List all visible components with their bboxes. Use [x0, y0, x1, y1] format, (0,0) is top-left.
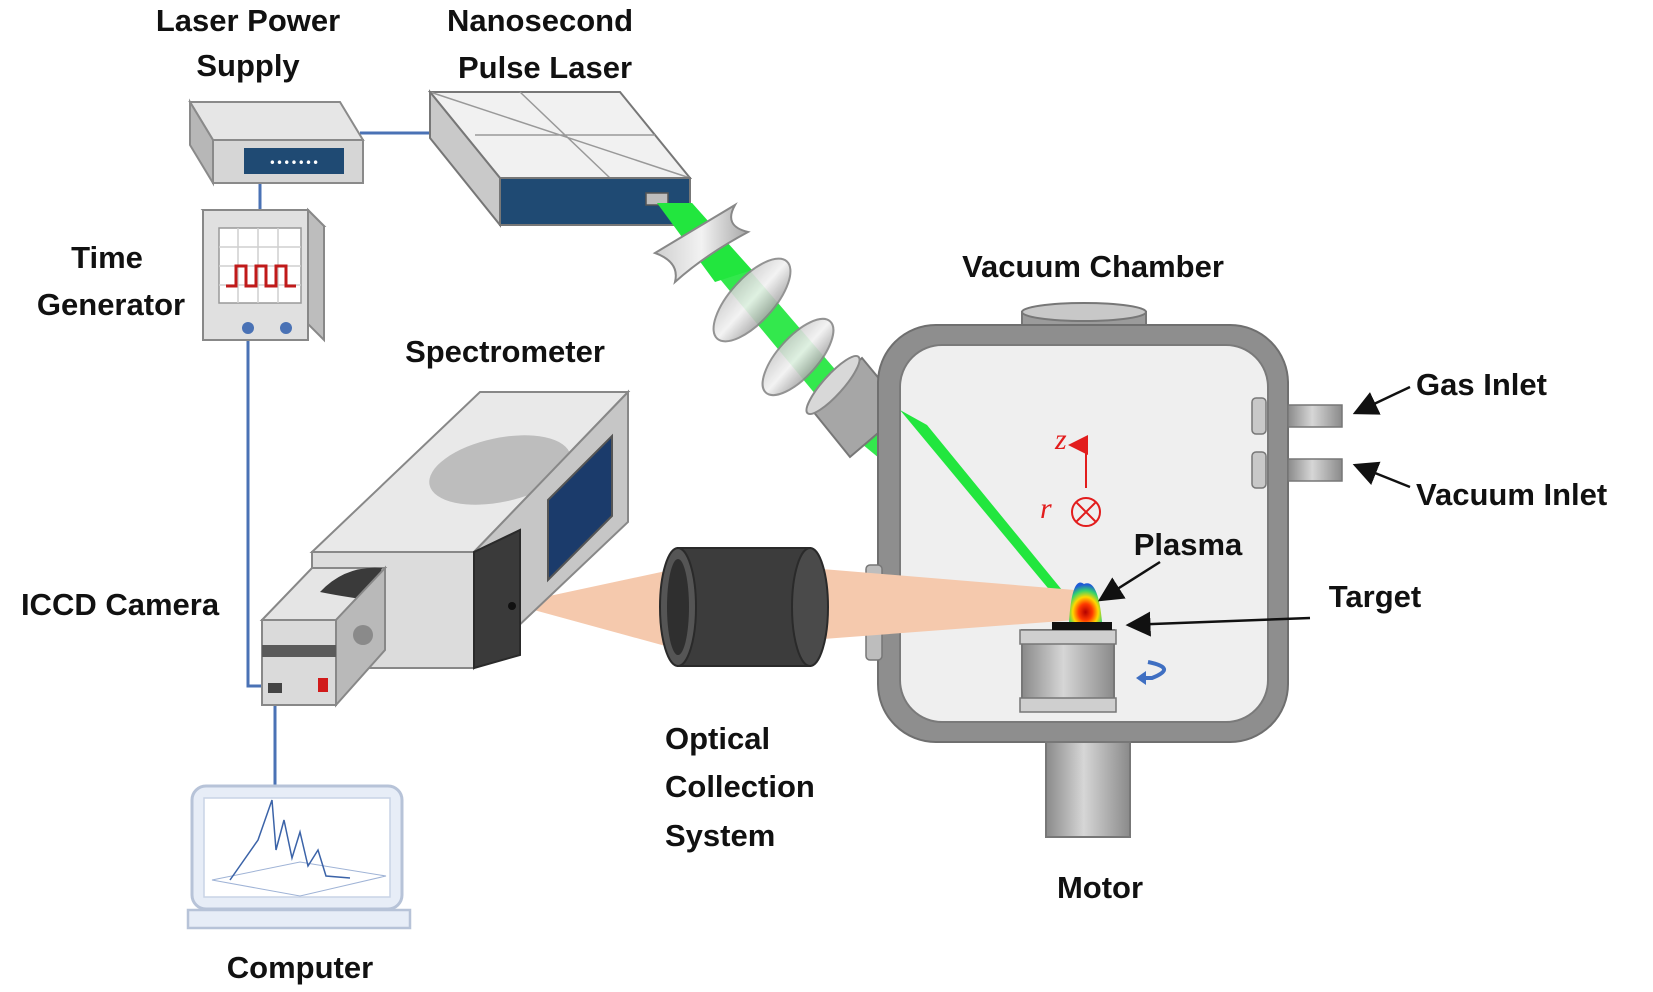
pointer-arrows [1097, 385, 1411, 637]
label-vacuum-chamber: Vacuum Chamber [962, 249, 1224, 284]
plasma-plume [1069, 582, 1102, 622]
laser-beam-inside [900, 410, 1080, 617]
label-time-generator-line2: Generator [37, 287, 185, 322]
camera-power-led [318, 678, 328, 692]
motor [1045, 741, 1131, 838]
diverging-lens [652, 202, 751, 285]
plasma-arrow [1097, 560, 1161, 602]
power-supply-display-text: ••••••• [269, 156, 320, 170]
label-optical-line1: Optical [665, 721, 770, 756]
camera-fan-icon [353, 625, 373, 645]
vacuum-inlet-arrow [1352, 461, 1411, 489]
target-sample [1052, 622, 1112, 630]
nanosecond-pulse-laser [427, 89, 693, 228]
computer [186, 784, 412, 930]
labels: Laser Power Supply Nanosecond Pulse Lase… [21, 3, 1607, 985]
vacuum-inlet-pipe [1287, 458, 1343, 482]
timegen-port-1 [242, 322, 254, 334]
label-laser-power-supply-line2: Supply [196, 48, 300, 83]
computer-base [186, 908, 412, 930]
target-arrow [1125, 611, 1311, 637]
iccd-camera [259, 565, 388, 708]
label-target: Target [1329, 579, 1421, 614]
label-spectrometer: Spectrometer [405, 334, 605, 369]
target-stage [1019, 622, 1166, 713]
label-optical-line2: Collection [665, 769, 815, 804]
label-computer: Computer [227, 950, 373, 985]
axis-z-label: z [1054, 423, 1067, 456]
label-laser-power-supply-line1: Laser Power [156, 3, 340, 38]
label-time-generator-line1: Time [71, 240, 143, 275]
square-wave-icon [226, 264, 296, 288]
spectrometer-entrance [473, 528, 521, 670]
axis-r-label: r [1040, 492, 1052, 525]
label-iccd-camera: ICCD Camera [21, 587, 220, 622]
power-supply-display [244, 148, 344, 174]
time-generator [200, 207, 327, 343]
chamber-interior [899, 344, 1269, 723]
gas-inlet-arrow [1352, 385, 1411, 415]
gas-inlet-pipe [1287, 404, 1343, 428]
vacuum-chamber [805, 302, 1343, 838]
timegen-port-2 [280, 322, 292, 334]
label-optical-line3: System [665, 818, 775, 853]
computer-screen [203, 797, 391, 898]
collimating-lens [712, 257, 792, 343]
label-gas-inlet: Gas Inlet [1416, 367, 1547, 402]
rotation-arrow-icon [1140, 660, 1166, 680]
label-plasma: Plasma [1134, 527, 1243, 562]
laser-power-supply: ••••••• [188, 98, 365, 187]
beam-lenses [652, 202, 835, 397]
axis-indicator: z r [1040, 423, 1101, 527]
label-nanosecond-laser-line2: Pulse Laser [458, 50, 632, 85]
label-motor: Motor [1057, 870, 1143, 905]
camera-port [268, 683, 282, 693]
into-page-icon [1071, 497, 1101, 527]
spectrum-plot-floor [211, 861, 387, 897]
spectrometer-window [547, 433, 613, 583]
laser-aperture [645, 192, 669, 206]
label-vacuum-inlet: Vacuum Inlet [1416, 477, 1607, 512]
emission-light-path [512, 568, 1075, 650]
spectrum-plot-icon [229, 799, 351, 881]
label-nanosecond-laser-line1: Nanosecond [447, 3, 633, 38]
optical-collection-system [659, 547, 829, 667]
focusing-lens [761, 317, 835, 397]
